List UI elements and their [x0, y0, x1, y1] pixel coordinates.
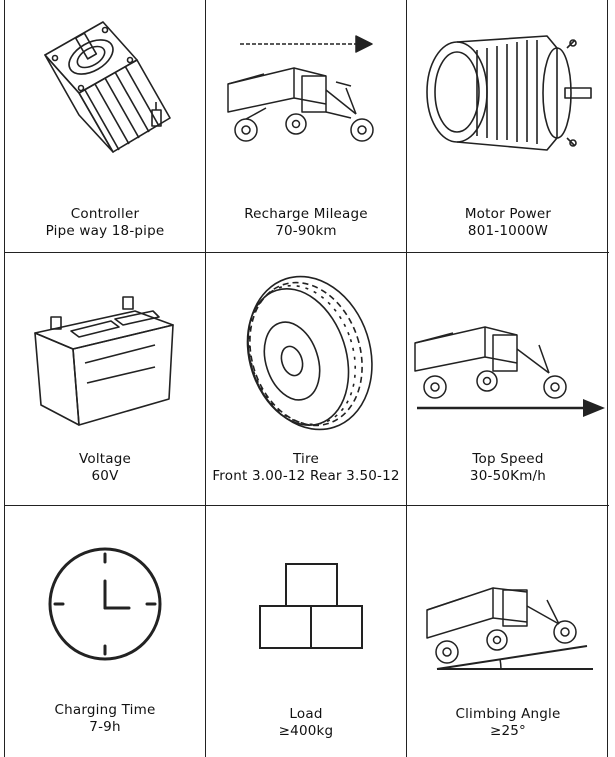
spec-cell-controller: Controller Pipe way 18-pipe: [5, 0, 206, 253]
clock-icon: [48, 547, 162, 661]
spec-grid: Controller Pipe way 18-pipe Recharge: [4, 0, 609, 757]
tire-icon: [246, 275, 373, 431]
spec-title: Voltage: [78, 451, 132, 467]
spec-caption: Charging Time 7-9h: [5, 702, 205, 736]
spec-caption: Tire Front 3.00-12 Rear 3.50-12: [206, 451, 406, 485]
spec-cell-climbing-angle: Climbing Angle ≥25°: [407, 506, 609, 757]
spec-cell-load: Load ≥400kg: [206, 506, 407, 757]
tricycle-slope-icon: [426, 587, 593, 670]
spec-caption: Load ≥400kg: [206, 706, 406, 740]
controller-icon: [44, 21, 171, 153]
spec-value: Front 3.00-12 Rear 3.50-12: [212, 468, 400, 484]
spec-caption: Voltage 60V: [5, 451, 205, 485]
spec-title: Load: [289, 706, 323, 722]
spec-cell-motor-power: Motor Power 801-1000W: [407, 0, 609, 253]
spec-title: Motor Power: [464, 206, 552, 222]
spec-value: ≥400kg: [278, 723, 334, 739]
spec-title: Controller: [70, 206, 140, 222]
spec-value: 60V: [91, 468, 119, 484]
tricycle-speed-icon: [414, 326, 605, 417]
spec-caption: Motor Power 801-1000W: [407, 206, 609, 240]
spec-value: 30-50Km/h: [469, 468, 547, 484]
battery-icon: [34, 296, 174, 426]
spec-title: Climbing Angle: [455, 706, 561, 722]
spec-value: ≥25°: [489, 723, 527, 739]
spec-caption: Recharge Mileage 70-90km: [206, 206, 406, 240]
spec-cell-tire: Tire Front 3.00-12 Rear 3.50-12: [206, 253, 407, 506]
motor-icon: [426, 35, 592, 151]
spec-caption: Controller Pipe way 18-pipe: [5, 206, 205, 240]
spec-title: Tire: [293, 451, 319, 467]
spec-title: Charging Time: [54, 702, 156, 718]
spec-title: Top Speed: [472, 451, 544, 467]
spec-caption: Top Speed 30-50Km/h: [407, 451, 609, 485]
spec-caption: Climbing Angle ≥25°: [407, 706, 609, 740]
spec-cell-recharge-mileage: Recharge Mileage 70-90km: [206, 0, 407, 253]
spec-value: 70-90km: [275, 223, 337, 239]
spec-value: 7-9h: [89, 719, 121, 735]
spec-cell-voltage: Voltage 60V: [5, 253, 206, 506]
spec-title: Recharge Mileage: [244, 206, 368, 222]
boxes-icon: [259, 563, 363, 649]
tricycle-mileage-icon: [227, 35, 374, 142]
spec-value: 801-1000W: [467, 223, 549, 239]
spec-value: Pipe way 18-pipe: [45, 223, 165, 239]
spec-cell-top-speed: Top Speed 30-50Km/h: [407, 253, 609, 506]
spec-cell-charging-time: Charging Time 7-9h: [5, 506, 206, 757]
